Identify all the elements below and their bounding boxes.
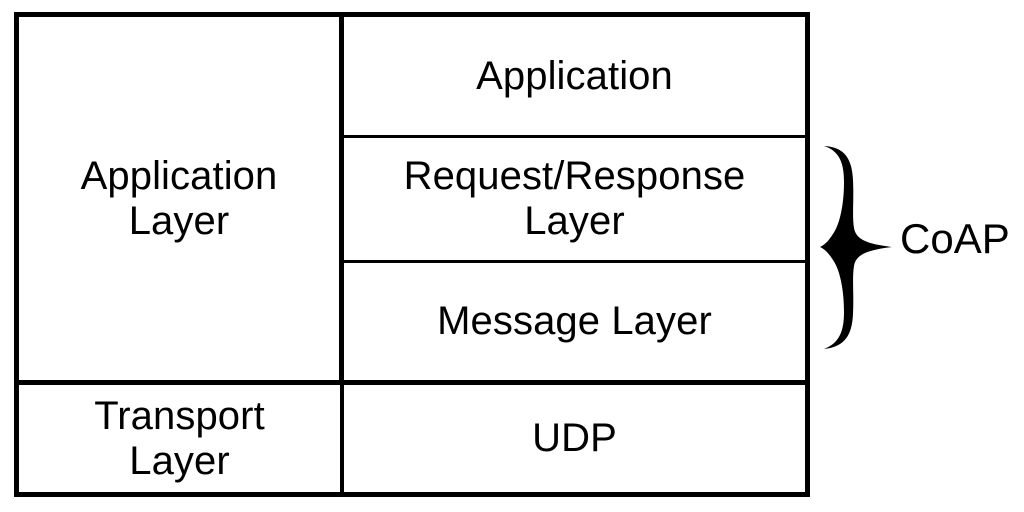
curly-brace-icon [820,146,892,349]
message-layer-label: Message Layer [437,299,712,344]
cell-application: Application [344,17,805,135]
cell-application-layer: Application Layer [19,17,344,380]
cell-request-response-layer: Request/Response Layer [344,135,805,260]
cell-transport-layer: Transport Layer [19,385,344,492]
cell-message-layer: Message Layer [344,260,805,380]
coap-brace [818,138,900,358]
protocol-stack-table: Application Layer Application Request/Re… [14,12,810,497]
coap-annotation-label: CoAP [900,215,1010,262]
application-layer-label: Application Layer [80,153,278,243]
request-response-layer-label: Request/Response Layer [403,154,746,243]
cell-udp: UDP [344,385,805,492]
coap-sublayer-stack: Application Request/Response Layer Messa… [344,17,805,380]
transport-layer-label: Transport Layer [94,393,265,483]
application-label: Application [476,53,673,98]
table-row-transport-layer: Transport Layer UDP [19,380,805,492]
udp-label: UDP [532,416,617,461]
table-row-application-layer: Application Layer Application Request/Re… [19,17,805,380]
